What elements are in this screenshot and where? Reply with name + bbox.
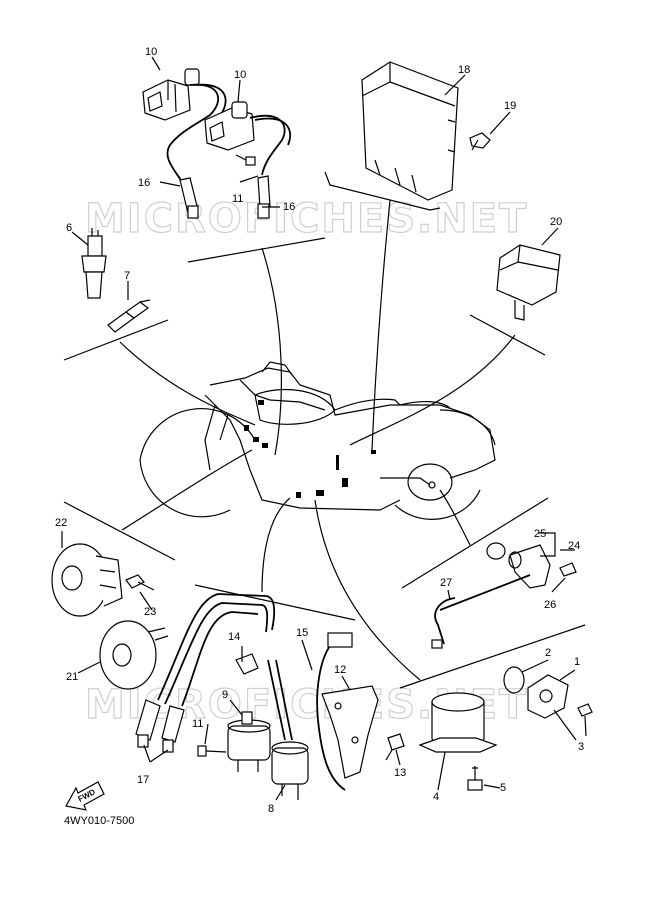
- fwd-arrow: FWD: [65, 781, 105, 811]
- spark-plug-caps: [179, 175, 271, 219]
- horn-bolt: [125, 574, 155, 591]
- callout-20: 20: [550, 216, 562, 228]
- callout-7: 7: [124, 270, 130, 282]
- callout-10a: 10: [145, 46, 157, 58]
- coil-bolt-11-lower: [197, 745, 227, 757]
- callout-18: 18: [458, 64, 470, 76]
- sensor-bolt-5: [467, 766, 483, 791]
- callout-8: 8: [268, 803, 274, 815]
- ecu-unit: [361, 61, 459, 201]
- wire-harness-15: [316, 632, 353, 791]
- o-ring-2: [503, 666, 525, 694]
- callout-16b: 16: [283, 201, 295, 213]
- callout-2: 2: [545, 647, 551, 659]
- watermark-top: MICROFICHES.NET: [85, 196, 528, 242]
- callout-3: 3: [578, 741, 584, 753]
- callout-14: 14: [228, 631, 240, 643]
- temperature-sensor: [107, 299, 151, 333]
- sensor-1: [527, 674, 577, 741]
- callout-12: 12: [334, 664, 346, 676]
- coil-bolt-upper: [235, 154, 256, 166]
- o-ring-25: [486, 542, 506, 560]
- callout-13: 13: [394, 767, 406, 779]
- callout-11b: 11: [192, 718, 203, 730]
- callout-16a: 16: [138, 177, 150, 189]
- callout-21: 21: [66, 671, 78, 683]
- diagram-code: 4WY010-7500: [64, 815, 134, 827]
- callout-24: 24: [568, 540, 580, 552]
- callout-19: 19: [504, 100, 516, 112]
- ecu-screw: [469, 132, 491, 151]
- callout-1: 1: [574, 656, 580, 668]
- ignition-coil-bottom-8: [267, 659, 309, 800]
- callout-26: 26: [544, 599, 556, 611]
- callout-labels: 10 10 18 19 16 11 16 20 6 7 22 25 24 27 …: [55, 46, 584, 815]
- high-tension-leads: [135, 593, 276, 753]
- ignition-coil-bottom-9: [227, 711, 271, 772]
- callout-25: 25: [534, 528, 546, 540]
- leader-lines: [63, 171, 586, 689]
- screw-3: [577, 703, 593, 717]
- sensor-lead-27: [431, 597, 456, 649]
- callout-10b: 10: [234, 69, 246, 81]
- callout-17: 17: [137, 774, 149, 786]
- callout-23: 23: [144, 606, 156, 618]
- callout-15: 15: [296, 627, 308, 639]
- callout-4: 4: [433, 791, 439, 803]
- callout-5: 5: [500, 782, 506, 794]
- callout-27: 27: [440, 577, 452, 589]
- callout-11a: 11: [232, 193, 243, 205]
- coil-bracket-12: [321, 685, 379, 779]
- callout-22: 22: [55, 517, 67, 529]
- relay: [496, 244, 561, 321]
- coil-clamp-14: [235, 653, 259, 675]
- motorcycle-outline: [139, 361, 496, 520]
- callout-ticks: [61, 56, 587, 801]
- ignition-coil-lower: [204, 101, 292, 176]
- sensor-bolt-26: [559, 562, 577, 577]
- horn-lower: [99, 620, 169, 690]
- bracket-bolt-13: [385, 733, 405, 761]
- callout-9: 9: [222, 689, 228, 701]
- callout-6: 6: [66, 222, 72, 234]
- thermo-switch: [81, 228, 107, 299]
- pickup-sensor-4: [418, 692, 498, 753]
- horn-upper: [51, 543, 123, 617]
